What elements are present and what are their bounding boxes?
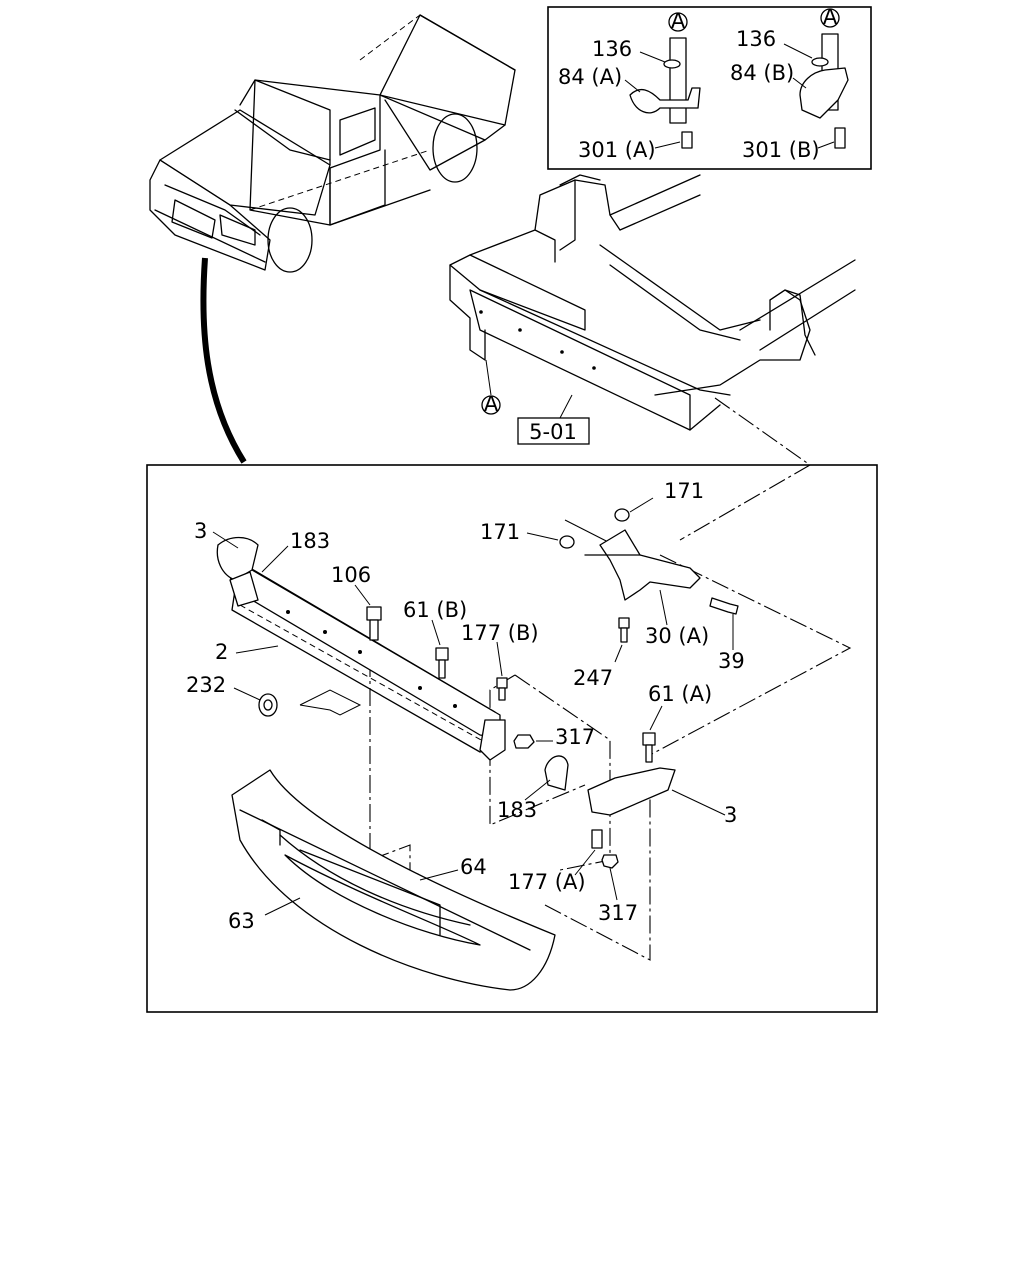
reference-box [517,417,590,445]
label-bolt-61a: 61 (A) [648,682,712,706]
label-bumper-bar-2: 2 [215,640,228,664]
label-nut-317-low: 317 [598,901,638,925]
label-washer-136-b: 136 [736,27,776,51]
label-hook-84a: 84 (A) [558,65,622,89]
label-grommet-232: 232 [186,673,226,697]
label-clip-64: 64 [460,855,487,879]
frame-circle-ref-a [481,395,501,415]
tow-hook-a-assembly [629,12,701,149]
label-bumper-end-3-right: 3 [724,803,737,827]
label-lower-cover-63: 63 [228,909,255,933]
tow-hook-b-assembly [799,8,849,149]
bumper-detail-frame [146,464,878,1013]
tow-hook-inset-frame [547,6,872,170]
inset-circle-ref-a1: A [671,9,686,33]
label-screw-177a: 177 (A) [508,870,586,894]
label-nut-171-top: 171 [664,479,704,503]
leader-lines [212,497,734,916]
label-washer-136-a: 136 [592,37,632,61]
inset-circle-ref-a2: A [823,5,838,29]
label-nut-171-left: 171 [480,520,520,544]
lower-bumper-cover [231,769,556,991]
pickup-truck-illustration [149,14,516,273]
fasteners [258,508,739,887]
detail-pointer-arc [200,257,247,464]
frame-circle-ref-a-text: A [484,392,499,416]
label-bolt-106: 106 [331,563,371,587]
upper-bumper-bar [216,536,506,761]
label-screw-177b: 177 (B) [461,621,539,645]
reference-box-text: 5-01 [529,420,577,444]
label-bolt-39: 39 [718,649,745,673]
label-bolt-61b: 61 (B) [403,598,467,622]
label-bolt-247: 247 [573,666,613,690]
label-bumper-end-3-left: 3 [194,519,207,543]
label-pad-183-left: 183 [290,529,330,553]
label-bracket-30a: 30 (A) [645,624,709,648]
label-bolt-301a: 301 (A) [578,138,656,162]
label-nut-317-mid: 317 [555,725,595,749]
label-pad-183-right: 183 [497,798,537,822]
label-hook-84b: 84 (B) [730,61,794,85]
chassis-frame-illustration [449,174,856,431]
label-bolt-301b: 301 (B) [742,138,820,162]
left-pad [229,571,259,607]
